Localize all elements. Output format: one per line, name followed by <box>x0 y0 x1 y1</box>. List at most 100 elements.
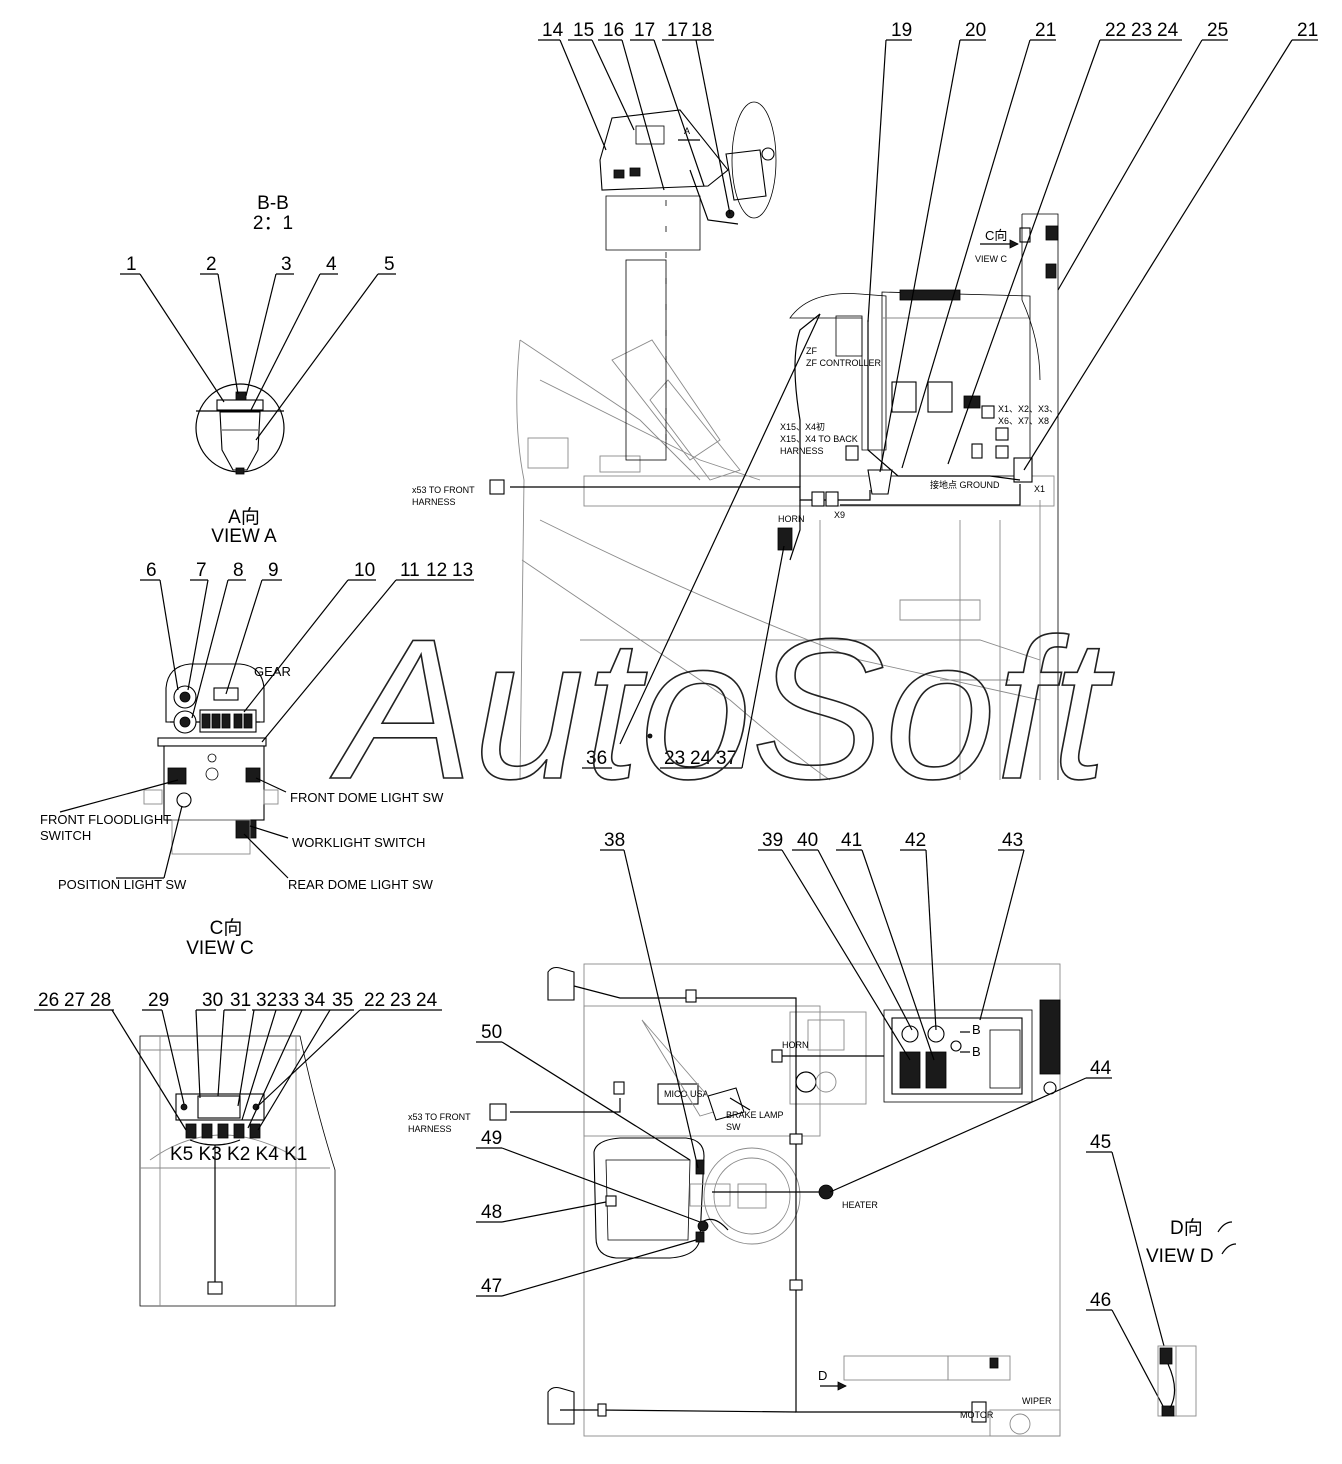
callout-39: 39 <box>762 830 783 851</box>
heater-connector-icon <box>818 1184 834 1200</box>
callout-21b: 21 <box>1297 20 1318 41</box>
callout-29: 29 <box>148 990 169 1011</box>
callout-28: 28 <box>90 990 111 1011</box>
mirror-bottom-left <box>547 1386 575 1425</box>
label-relays: K5 K3 K2 K4 K1 <box>170 1144 307 1165</box>
plan-view-callouts: 38 39 40 41 42 43 44 45 46 47 48 49 50 <box>476 830 1165 1409</box>
watermark-autosoft: AutoSoft <box>330 598 1115 821</box>
bb-title: B-B <box>257 193 289 214</box>
callout-9: 9 <box>268 560 279 581</box>
callout-32: 32 <box>256 990 277 1011</box>
relay-k4-icon <box>233 1123 245 1139</box>
callout-6: 6 <box>146 560 157 581</box>
callout-30: 30 <box>202 990 223 1011</box>
relay-k3-icon <box>201 1123 213 1139</box>
callout-27: 27 <box>64 990 85 1011</box>
label-b2: B <box>972 1044 981 1059</box>
callout-38: 38 <box>604 830 625 851</box>
label-arrow-a: A <box>684 126 690 136</box>
label-x53-bottom-1: x53 TO FRONT <box>408 1112 471 1122</box>
callout-35: 35 <box>332 990 353 1011</box>
main-view-callouts: 14 15 16 17 17 18 19 20 21 22 23 24 25 2… <box>538 20 1318 769</box>
callout-33: 33 <box>278 990 299 1011</box>
label-view-c-arrow-en: VIEW C <box>975 254 1008 264</box>
front-floodlight-switch-icon <box>167 767 187 785</box>
flasher-unit-icon <box>197 1095 241 1119</box>
label-horn-bottom: HORN <box>782 1040 809 1050</box>
label-gear: GEAR <box>254 664 291 679</box>
callout-11: 11 <box>400 560 420 581</box>
label-d-arrow: D <box>818 1368 827 1383</box>
bb-lamp-body <box>219 411 261 471</box>
bb-scale: 2：1 <box>253 213 293 234</box>
wiper-arm <box>843 1355 949 1381</box>
label-x15-2: X15、X4 TO BACK <box>780 434 858 444</box>
callout-12: 12 <box>426 560 447 581</box>
view-a-callouts: 6 7 8 9 10 11 12 13 <box>140 560 474 743</box>
callout-16: 16 <box>603 20 624 41</box>
label-x6-x7-x8: X6、X7、X8 <box>998 416 1049 426</box>
label-worklight: WORKLIGHT SWITCH <box>292 835 425 850</box>
callout-46: 46 <box>1090 1290 1111 1311</box>
callout-41: 41 <box>841 830 862 851</box>
callout-24c: 24 <box>690 748 712 769</box>
horn-icon <box>777 527 793 551</box>
relay-k5-icon <box>185 1123 197 1139</box>
callout-18: 18 <box>691 20 712 41</box>
callout-17a: 17 <box>634 20 655 41</box>
brake-lamp-switch-unit <box>707 1087 745 1121</box>
label-sw: SW <box>726 1122 741 1132</box>
callout-17b: 17 <box>667 20 688 41</box>
steering-wheel-icon <box>731 101 777 219</box>
label-x53-top-1: x53 TO FRONT <box>412 485 475 495</box>
callout-3: 3 <box>281 254 292 275</box>
view-c-title-cn: C向 <box>210 917 243 939</box>
label-harness: HARNESS <box>780 446 824 456</box>
round-gauge-icon <box>795 1071 817 1093</box>
callout-20: 20 <box>965 20 986 41</box>
callout-15: 15 <box>573 20 594 41</box>
callout-36: 36 <box>586 748 607 769</box>
callout-47: 47 <box>481 1276 502 1297</box>
callout-48: 48 <box>481 1202 502 1223</box>
callout-25: 25 <box>1207 20 1228 41</box>
label-front-dome: FRONT DOME LIGHT SW <box>290 790 444 805</box>
x9-connector-icon <box>811 491 825 507</box>
mirror-top-left <box>547 966 575 1001</box>
rocker-switch-bank-2 <box>925 1051 947 1089</box>
x53-connector-bottom-icon <box>489 1103 507 1121</box>
label-rear-dome: REAR DOME LIGHT SW <box>288 877 434 892</box>
callout-14: 14 <box>542 20 564 41</box>
callout-37: 37 <box>716 748 737 769</box>
label-x53-top-2: HARNESS <box>412 497 456 507</box>
callout-34: 34 <box>304 990 326 1011</box>
callout-45: 45 <box>1090 1132 1111 1153</box>
callout-24b: 24 <box>416 990 438 1011</box>
callout-2: 2 <box>206 254 217 275</box>
callout-5: 5 <box>384 254 395 275</box>
callout-13: 13 <box>452 560 473 581</box>
label-x15-1: X15、X4初 <box>780 421 825 432</box>
view-a-title-cn: A向 <box>228 506 260 528</box>
view-c-callouts: 26 27 28 29 30 31 32 33 34 35 22 23 24 <box>34 990 442 1131</box>
label-switch: SWITCH <box>40 828 91 843</box>
label-position-light: POSITION LIGHT SW <box>58 877 187 892</box>
label-horn-top: HORN <box>778 514 805 524</box>
bb-callouts: 1 2 3 4 5 <box>120 254 396 441</box>
steering-wheel-plan <box>703 1147 801 1245</box>
rocker-switch-bank-1 <box>899 1051 921 1089</box>
plan-view: B B MICO USA <box>408 963 1061 1437</box>
callout-44: 44 <box>1090 1058 1112 1079</box>
callout-21a: 21 <box>1035 20 1056 41</box>
gauge-39-icon <box>901 1025 919 1043</box>
callout-42: 42 <box>905 830 926 851</box>
relay-k1-icon <box>249 1123 261 1139</box>
callout-19: 19 <box>891 20 912 41</box>
wiper-motor-housing <box>989 1409 1061 1437</box>
label-motor: MOTOR <box>960 1410 994 1420</box>
label-view-c-arrow-cn: C向 <box>985 228 1007 243</box>
view-c: C向 VIEW C K5 K3 K2 K4 K1 <box>139 917 336 1307</box>
label-wiper: WIPER <box>1022 1396 1052 1406</box>
callout-43: 43 <box>1002 830 1023 851</box>
label-heater: HEATER <box>842 1200 878 1210</box>
